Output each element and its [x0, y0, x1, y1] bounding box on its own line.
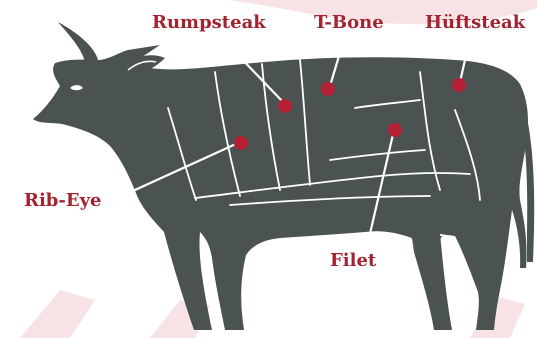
label-t-bone: T-Bone: [314, 12, 384, 33]
marker-rib-eye: [234, 136, 248, 150]
cow-silhouette: [33, 22, 534, 330]
label-rumpsteak: Rumpsteak: [152, 12, 266, 33]
marker-hueftsteak: [452, 78, 466, 92]
marker-filet: [388, 123, 402, 137]
marker-rumpsteak: [278, 99, 292, 113]
marker-t-bone: [321, 82, 335, 96]
label-rib-eye: Rib-Eye: [24, 190, 101, 211]
label-hueftsteak: Hüftsteak: [425, 12, 526, 33]
label-filet: Filet: [330, 250, 377, 271]
